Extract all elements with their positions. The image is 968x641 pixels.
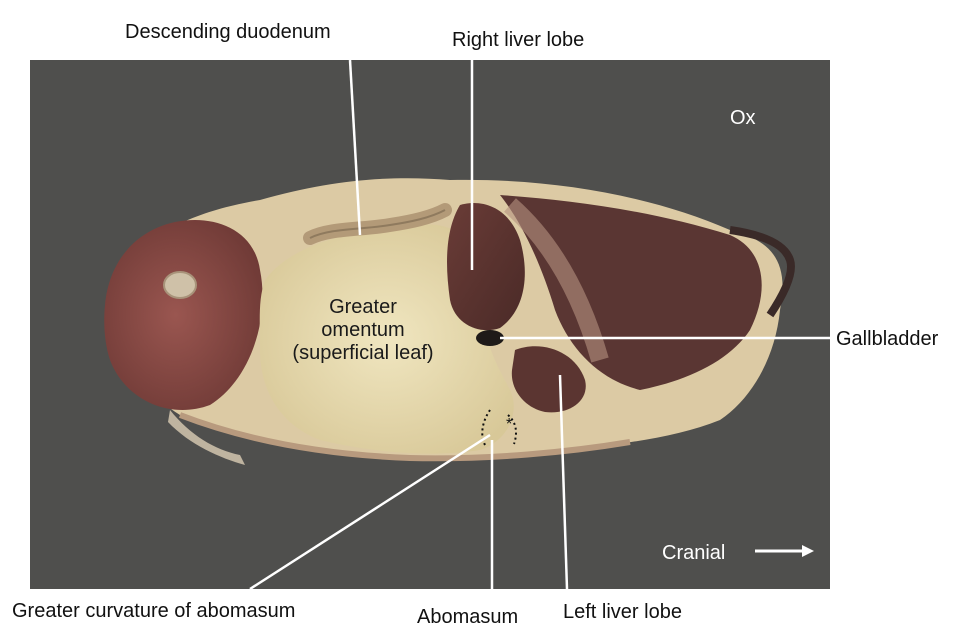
- left-liver-lobe-label: Left liver lobe: [563, 601, 682, 623]
- photo-panel: Ox Cranial * Greater omentum (superficia…: [30, 60, 830, 589]
- gallbladder: [476, 330, 504, 346]
- gallbladder-label: Gallbladder: [836, 328, 939, 350]
- species-label: Ox: [730, 107, 756, 129]
- greater-curvature-label: Greater curvature of abomasum: [12, 600, 296, 622]
- descending-duodenum-label: Descending duodenum: [125, 21, 331, 43]
- right-liver-lobe: [447, 203, 525, 331]
- left-liver-lobe: [511, 346, 586, 413]
- leader-lines: [249, 60, 830, 589]
- arrow-right-icon: [755, 545, 814, 557]
- bone-cross-section: [163, 271, 197, 299]
- ventral-edge: [178, 412, 631, 462]
- omentum-line-1: Greater: [329, 296, 397, 318]
- diaphragm-region: [500, 195, 762, 390]
- omentum-line-3: (superficial leaf): [292, 342, 434, 364]
- asterisk-marker: *: [506, 416, 513, 433]
- leader-greater-curvature: [249, 433, 491, 589]
- hindquarter-muscle: [104, 220, 263, 410]
- leader-left-liver: [558, 374, 569, 589]
- specimen-photo: [104, 178, 795, 465]
- omentum-line-2: omentum: [321, 319, 405, 341]
- greater-omentum-label: Greater omentum (superficial leaf): [292, 296, 433, 365]
- cranial-skin-flap: [729, 226, 795, 318]
- right-liver-lobe-label: Right liver lobe: [452, 29, 585, 51]
- abomasum-label: Abomasum: [417, 606, 519, 628]
- cranial-label: Cranial: [662, 542, 726, 564]
- hair-tuft: [168, 410, 245, 465]
- leader-duodenum: [348, 60, 362, 236]
